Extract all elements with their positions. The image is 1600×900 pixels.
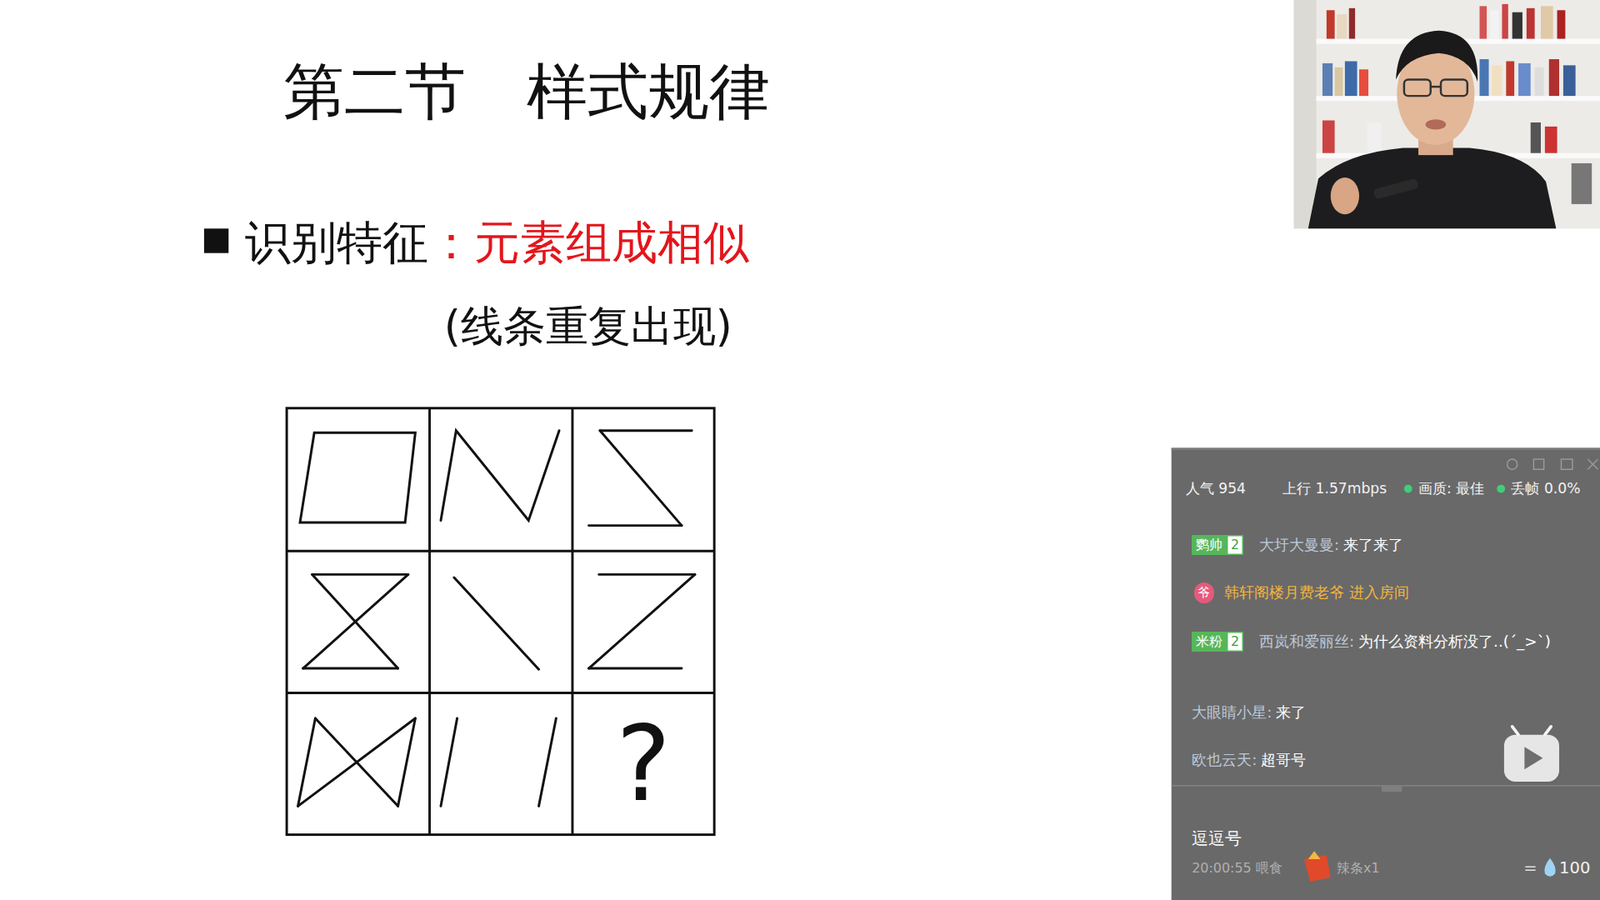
- chat-message: 来了: [1275, 703, 1306, 722]
- chat-panel: [1171, 448, 1600, 900]
- fan-badge: 鹦帅2: [1191, 535, 1244, 555]
- status-popularity: 人气 954: [1185, 480, 1246, 498]
- chat-message: 来了来了: [1343, 535, 1404, 555]
- vip-mark: 爷: [1197, 586, 1210, 600]
- bullet-square: [204, 228, 229, 253]
- chat-user: 大圩大曼曼:: [1259, 535, 1340, 555]
- status-quality: 画质: 最佳: [1418, 480, 1485, 498]
- question-mark: ?: [615, 712, 671, 816]
- chat-user: 西岚和爱丽丝:: [1259, 632, 1355, 651]
- slide-title: 第二节 样式规律: [283, 55, 770, 129]
- chat-user: 欧也云天:: [1191, 750, 1257, 770]
- badge-name: 米粉: [1191, 631, 1227, 652]
- answer-cell: ?: [572, 692, 715, 835]
- badge-level: 2: [1226, 535, 1244, 555]
- feature-text: ：元素组成相似: [428, 215, 750, 270]
- feature-heading: 识别特征: [245, 215, 429, 270]
- status-upload: 上行 1.57mbps: [1282, 480, 1387, 498]
- gift-equals: =: [1523, 858, 1537, 879]
- chat-user: 大眼睛小星:: [1191, 703, 1272, 722]
- chat-input-name: 逗逗号: [1191, 829, 1242, 850]
- fan-badge: 米粉2: [1191, 631, 1244, 652]
- gift-count: 100: [1559, 858, 1590, 879]
- webcam-view: [1294, 0, 1600, 229]
- chat-message: 超哥号: [1260, 750, 1306, 770]
- vip-badge: 爷: [1194, 582, 1215, 603]
- gift-name: 辣条x1: [1336, 860, 1380, 876]
- badge-level: 2: [1226, 631, 1244, 652]
- chat-message: 为什么资料分析没了..(´_>`): [1358, 630, 1588, 654]
- status-dropped: 丢帧 0.0%: [1510, 480, 1580, 498]
- chat-notice: 韩轩阁楼月费老爷 进入房间: [1224, 583, 1410, 602]
- badge-name: 鹦帅: [1191, 535, 1227, 555]
- gift-time: 20:00:55 喂食: [1191, 860, 1283, 876]
- feature-note: (线条重复出现): [444, 300, 733, 353]
- figure-grid: [286, 408, 715, 835]
